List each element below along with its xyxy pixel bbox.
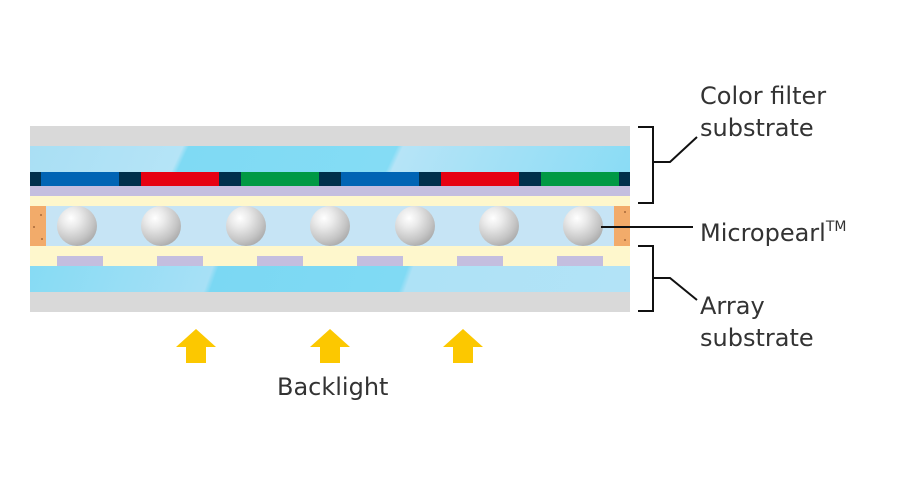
trademark-mark: TM — [825, 219, 847, 235]
tft-pad — [257, 256, 303, 266]
filter-red — [441, 172, 519, 186]
micropearl — [395, 206, 435, 246]
array-glass — [30, 266, 630, 292]
backlight-arrow-icon — [443, 329, 483, 363]
lcd-cross-section — [30, 126, 630, 312]
array-glass-bottom — [30, 292, 630, 312]
backlight-arrow-icon — [176, 329, 216, 363]
micropearl — [141, 206, 181, 246]
liquid-crystal-layer — [30, 206, 630, 246]
micropearl-label: MicropearlTM — [700, 211, 846, 249]
tft-pad — [557, 256, 603, 266]
filter-red — [141, 172, 219, 186]
overcoat-layer — [30, 186, 630, 196]
color-filter-label-line2: substrate — [700, 114, 814, 142]
micropearl — [226, 206, 266, 246]
tft-pad — [457, 256, 503, 266]
pixel-electrode-layer — [30, 246, 630, 266]
filter-blue — [41, 172, 119, 186]
common-electrode — [30, 196, 630, 206]
filter-green — [541, 172, 619, 186]
color-filter-glass-top — [30, 126, 630, 146]
micropearl-text: Micropearl — [700, 219, 826, 247]
array-bracket — [638, 245, 654, 312]
array-leader — [653, 277, 698, 301]
backlight-label: Backlight — [277, 373, 389, 401]
color-filter-bracket — [638, 126, 654, 204]
micropearl — [310, 206, 350, 246]
tft-pad — [357, 256, 403, 266]
tft-pad — [157, 256, 203, 266]
backlight-arrow-icon — [310, 329, 350, 363]
array-label: Array substrate — [700, 290, 814, 354]
tft-pad — [57, 256, 103, 266]
sealant-left — [30, 206, 46, 246]
array-label-line2: substrate — [700, 324, 814, 352]
color-filter-glass — [30, 146, 630, 172]
array-label-line1: Array — [700, 292, 765, 320]
filter-blue — [341, 172, 419, 186]
micropearl — [57, 206, 97, 246]
color-filter-layer — [30, 172, 630, 186]
color-filter-label: Color filter substrate — [700, 80, 826, 144]
color-filter-leader — [653, 136, 698, 163]
color-filter-label-line1: Color filter — [700, 82, 827, 110]
micropearl — [479, 206, 519, 246]
filter-green — [241, 172, 319, 186]
micropearl — [563, 206, 603, 246]
